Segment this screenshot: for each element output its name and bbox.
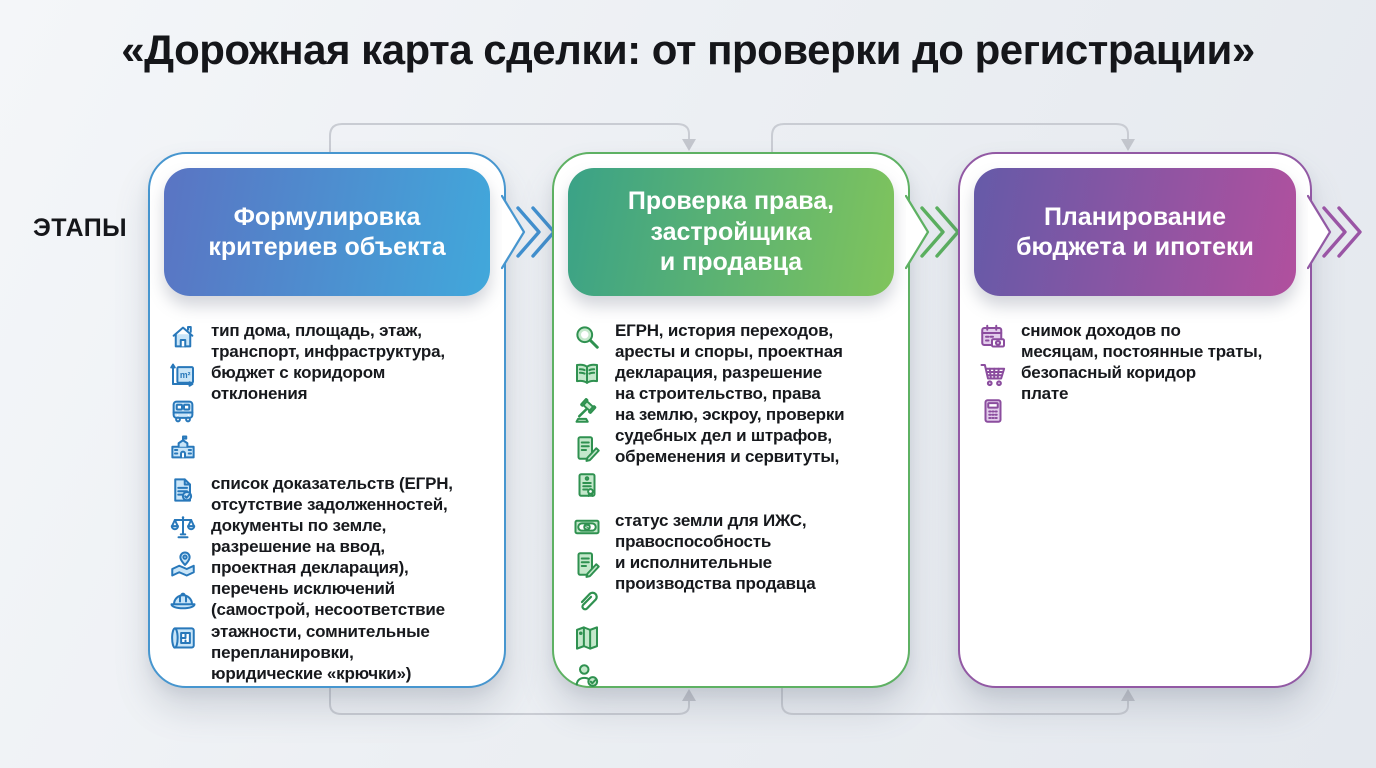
info-block: снимок доходов по месяцам, постоянные тр… bbox=[978, 320, 1300, 426]
svg-text:$: $ bbox=[585, 524, 589, 531]
document-pen-icon bbox=[572, 433, 602, 463]
block-text: список доказательств (ЕГРН, отсутствие з… bbox=[211, 474, 453, 683]
card-title: Планирование бюджета и ипотеки bbox=[1016, 202, 1254, 262]
bus-icon bbox=[168, 396, 198, 426]
folded-map-icon bbox=[572, 623, 602, 653]
scales-icon bbox=[168, 512, 198, 542]
card-header: Проверка права, застройщика и продавца bbox=[568, 168, 894, 296]
block-text: тип дома, площадь, этаж, транспорт, инфр… bbox=[211, 321, 445, 404]
card-header: Формулировка критериев объекта bbox=[164, 168, 490, 296]
next-step-chevron bbox=[516, 206, 556, 258]
card-body: ЕГРН, история переходов, аресты и споры,… bbox=[554, 310, 908, 700]
person-check-icon bbox=[572, 660, 602, 690]
next-step-chevron bbox=[920, 206, 960, 258]
info-block: список доказательств (ЕГРН, отсутствие з… bbox=[168, 473, 494, 684]
card-header: Планирование бюджета и ипотеки bbox=[974, 168, 1296, 296]
info-block: ЕГРН, история переходов, аресты и споры,… bbox=[572, 320, 898, 500]
info-block: $ статус земли для ИЖС, правоспособность … bbox=[572, 510, 898, 690]
icon-column bbox=[978, 320, 1010, 426]
card-arrow-notch bbox=[1307, 194, 1332, 270]
info-block: m² тип дома, площадь, этаж, транспорт, ин… bbox=[168, 320, 494, 463]
area-m2-icon: m² bbox=[168, 359, 198, 389]
banknote-icon: $ bbox=[572, 512, 602, 542]
stage-label: ЭТАПЫ bbox=[33, 214, 128, 242]
stage-card-budget-mortgage: Планирование бюджета и ипотеки снимок до… bbox=[958, 152, 1362, 688]
document-pen-icon bbox=[572, 549, 602, 579]
icon-column: $ bbox=[572, 510, 604, 690]
gavel-icon bbox=[572, 396, 602, 426]
svg-text:m²: m² bbox=[180, 370, 191, 380]
hardhat-icon bbox=[168, 586, 198, 616]
card-body: снимок доходов по месяцам, постоянные тр… bbox=[960, 310, 1310, 436]
cart-icon bbox=[978, 359, 1008, 389]
calendar-money-icon bbox=[978, 322, 1008, 352]
card-arrow-notch bbox=[501, 194, 526, 270]
house-icon bbox=[168, 322, 198, 352]
map-pin-icon bbox=[168, 549, 198, 579]
document-check-icon bbox=[168, 475, 198, 505]
paperclip-icon bbox=[572, 586, 602, 616]
icon-column bbox=[168, 473, 200, 684]
card-title: Формулировка критериев объекта bbox=[208, 202, 446, 262]
stage-card-object-criteria: Формулировка критериев объекта m² тип дом… bbox=[148, 152, 556, 688]
calculator-icon bbox=[978, 396, 1008, 426]
icon-column: m² bbox=[168, 320, 200, 463]
card-title: Проверка права, застройщика и продавца bbox=[627, 187, 835, 277]
certificate-icon bbox=[572, 470, 602, 500]
page-title: «Дорожная карта сделки: от проверки до р… bbox=[121, 26, 1255, 73]
block-text: ЕГРН, история переходов, аресты и споры,… bbox=[615, 321, 845, 467]
stage-card-rights-check: Проверка права, застройщика и продавца Е… bbox=[552, 152, 960, 688]
card-body: m² тип дома, площадь, этаж, транспорт, ин… bbox=[150, 310, 504, 694]
next-step-chevron bbox=[1322, 206, 1362, 258]
card-arrow-notch bbox=[905, 194, 930, 270]
open-book-icon bbox=[572, 359, 602, 389]
blueprint-icon bbox=[168, 623, 198, 653]
block-text: статус земли для ИЖС, правоспособность и… bbox=[615, 511, 816, 594]
school-icon bbox=[168, 433, 198, 463]
block-text: снимок доходов по месяцам, постоянные тр… bbox=[1021, 321, 1263, 404]
magnifier-icon bbox=[572, 322, 602, 352]
icon-column bbox=[572, 320, 604, 500]
